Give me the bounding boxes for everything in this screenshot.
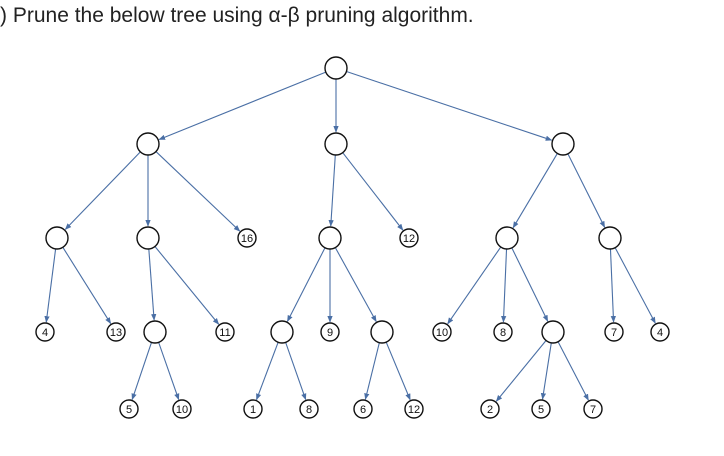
leaf-node <box>320 322 340 342</box>
leaf-value: 1 <box>250 404 256 416</box>
tree-edge <box>501 248 508 323</box>
leaf-node <box>531 399 551 419</box>
leaf-node <box>399 228 419 248</box>
tree-edge <box>567 153 606 228</box>
tree-edge <box>512 153 558 229</box>
tree-edge <box>495 340 547 402</box>
leaf-value: 11 <box>219 327 230 339</box>
tree-edge <box>158 71 327 141</box>
leaf-value: 4 <box>42 327 48 339</box>
leaf-node <box>493 322 513 342</box>
tree-node <box>324 132 348 156</box>
tree-nodes: 16 4 13 11 5 10 12 9 1 8 6 12 10 8 2 5 7 7 4 <box>35 56 670 419</box>
tree-edge <box>64 151 141 230</box>
leaf-node <box>299 399 319 419</box>
tree-node <box>541 320 565 344</box>
tree-edge <box>342 152 404 231</box>
tree-edge <box>364 342 380 400</box>
tree-edge <box>155 151 241 232</box>
tree-edge <box>285 342 307 401</box>
tree-edge <box>557 341 589 401</box>
tree-node <box>598 226 622 250</box>
leaf-value: 10 <box>176 404 188 416</box>
tree-edge <box>154 246 220 325</box>
tree-edge <box>385 341 411 401</box>
tree-edge <box>346 70 553 141</box>
leaf-value: 5 <box>538 404 544 416</box>
tree-node <box>370 320 394 344</box>
leaf-node <box>604 322 624 342</box>
leaf-value: 6 <box>360 404 366 416</box>
tree-edge <box>158 342 180 401</box>
tree-edge <box>131 342 153 401</box>
leaf-node <box>237 228 257 248</box>
tree-node <box>270 320 294 344</box>
leaf-value: 13 <box>110 327 122 339</box>
tree-node <box>45 226 69 250</box>
tree-edge <box>447 246 502 325</box>
tree-node <box>136 132 160 156</box>
leaf-value: 7 <box>590 404 596 416</box>
tree-edge <box>614 247 656 324</box>
tree-edge <box>148 248 157 321</box>
tree-node <box>143 320 167 344</box>
tree-edge <box>256 342 279 401</box>
leaf-node <box>215 322 235 342</box>
leaf-value: 5 <box>126 404 132 416</box>
tree-edge <box>609 248 616 323</box>
leaf-node <box>480 399 500 419</box>
tree-edge <box>62 247 112 325</box>
leaf-node <box>404 399 424 419</box>
leaf-node <box>35 322 55 342</box>
tree-node <box>136 226 160 250</box>
leaf-value: 7 <box>611 327 617 339</box>
leaf-node <box>432 322 452 342</box>
tree-node <box>324 56 348 80</box>
leaf-node <box>172 399 192 419</box>
tree-edge <box>286 247 326 322</box>
tree-node <box>495 226 519 250</box>
question-marker: ) <box>0 4 7 27</box>
leaf-value: 10 <box>436 327 448 339</box>
leaf-node <box>650 322 670 342</box>
leaf-value: 8 <box>500 327 506 339</box>
tree-edge <box>328 154 336 227</box>
tree-edge <box>334 247 377 323</box>
leaf-value: 12 <box>403 233 415 245</box>
leaf-node <box>583 399 603 419</box>
tree-edge <box>44 248 57 323</box>
tree-node <box>318 226 342 250</box>
question-body: Prune the below tree using α-β pruning a… <box>12 4 474 27</box>
leaf-node <box>119 399 139 419</box>
question-text: ) Prune the below tree using α-β pruning… <box>0 4 474 28</box>
tree-edges <box>44 70 656 402</box>
leaf-value: 9 <box>327 327 333 339</box>
leaf-node <box>243 399 263 419</box>
tree-node <box>551 132 575 156</box>
leaf-value: 16 <box>241 233 253 245</box>
leaf-value: 8 <box>306 404 312 416</box>
leaf-node <box>106 322 126 342</box>
tree-edge <box>511 247 549 322</box>
leaf-value: 12 <box>408 404 420 416</box>
leaf-value: 2 <box>487 404 493 416</box>
leaf-value: 4 <box>657 327 663 339</box>
leaf-node <box>353 399 373 419</box>
tree-edge <box>540 342 552 400</box>
